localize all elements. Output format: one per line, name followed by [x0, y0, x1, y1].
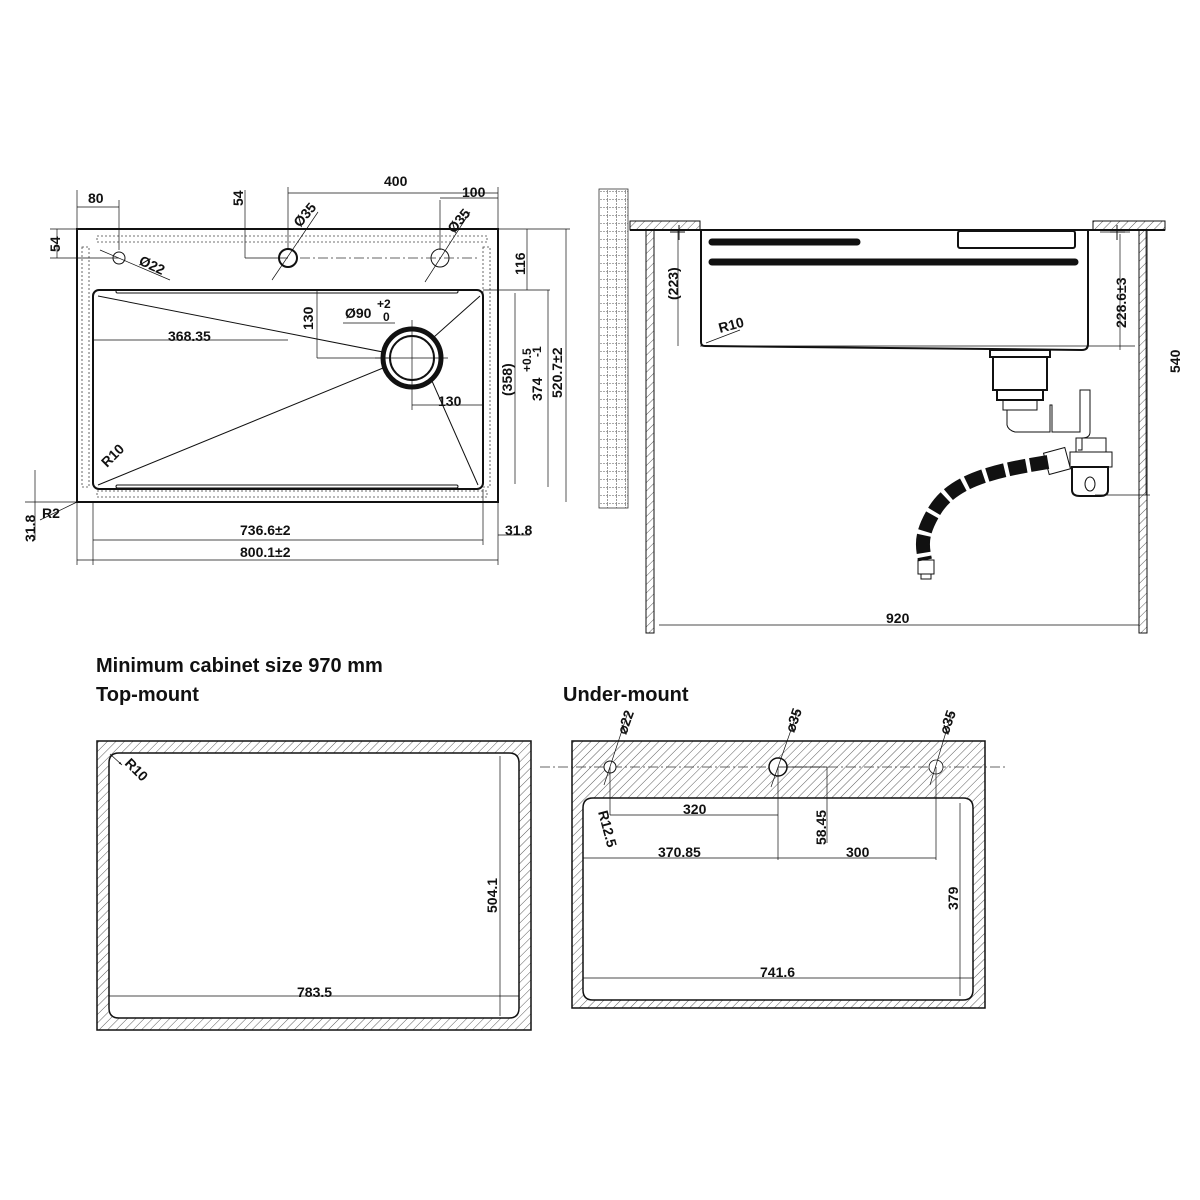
top-mount-cutout: R10 504.1 783.5 — [96, 740, 532, 1031]
label-r10-side: R10 — [717, 314, 746, 336]
cabinet-wall-left — [645, 229, 655, 634]
dim-320: 320 — [683, 801, 707, 817]
bowl-outline — [92, 289, 484, 490]
dim-58-45: 58.45 — [813, 810, 829, 845]
dim-d22: Ø22 — [137, 252, 168, 278]
under-mount-cutout: ⌀22 ⌀35 ⌀35 R12.5 320 58.45 370.85 300 3… — [540, 706, 1005, 1009]
wall-tiles — [598, 188, 629, 509]
dim-d35-under-a: ⌀35 — [782, 706, 805, 734]
dim-783-5: 783.5 — [297, 984, 332, 1000]
label-r10-topmount: R10 — [122, 755, 152, 785]
dim-400: 400 — [384, 173, 408, 189]
dim-300: 300 — [846, 844, 870, 860]
tol-plus2: +2 — [377, 297, 391, 311]
side-view: (223) R10 228.6±3 540 920 — [598, 188, 1183, 634]
dim-d22-under: ⌀22 — [614, 708, 637, 736]
sink-outline — [76, 228, 499, 503]
countertop-right — [1092, 220, 1166, 231]
sink-body — [630, 229, 1165, 352]
dim-520-7: 520.7±2 — [549, 347, 565, 398]
top-rail — [115, 289, 459, 294]
dim-116: 116 — [512, 252, 528, 275]
dim-379: 379 — [945, 886, 961, 910]
label-r10: R10 — [98, 440, 128, 470]
dim-31-8-horizontal: 31.8 — [505, 522, 532, 538]
dim-370-85: 370.85 — [658, 844, 701, 860]
dim-736-6: 736.6±2 — [240, 522, 291, 538]
under-mount-heading: Under-mount — [563, 684, 689, 706]
countertop-left — [629, 220, 701, 231]
min-cabinet-heading: Minimum cabinet size 970 mm — [96, 655, 383, 677]
tol-plus05: +0.5 — [520, 348, 534, 372]
dim-223: (223) — [665, 267, 681, 300]
dim-368-35: 368.35 — [168, 328, 211, 344]
dim-31-8-vertical: 31.8 — [22, 515, 38, 542]
dim-358: (358) — [499, 363, 515, 396]
tol-0: 0 — [383, 310, 390, 324]
label-r2: R2 — [42, 505, 60, 521]
dim-504-1: 504.1 — [484, 878, 500, 913]
dim-d35-under-b: ⌀35 — [936, 708, 959, 736]
dim-d35-a: Ø35 — [290, 199, 319, 230]
dim-100: 100 — [462, 184, 486, 200]
top-mount-heading: Top-mount — [96, 684, 199, 706]
bottom-rail — [115, 484, 459, 489]
dim-920: 920 — [886, 610, 910, 626]
dim-374: 374 — [529, 377, 545, 401]
dim-130-horizontal: 130 — [438, 393, 462, 409]
dim-54-left: 54 — [47, 236, 63, 252]
dim-d90: Ø90 — [345, 305, 372, 321]
dim-800-1: 800.1±2 — [240, 544, 291, 560]
dim-d35-b: Ø35 — [444, 205, 473, 236]
top-view: 80 400 100 54 54 Ø35 Ø35 Ø22 116 130 Ø90… — [22, 173, 570, 565]
tol-minus1: -1 — [530, 346, 544, 357]
dim-130-vertical: 130 — [300, 306, 316, 330]
dim-228-6: 228.6±3 — [1113, 277, 1129, 328]
dim-741-6: 741.6 — [760, 964, 795, 980]
dim-54-mid: 54 — [230, 190, 246, 206]
dim-540: 540 — [1167, 349, 1183, 373]
dim-80: 80 — [88, 190, 104, 206]
